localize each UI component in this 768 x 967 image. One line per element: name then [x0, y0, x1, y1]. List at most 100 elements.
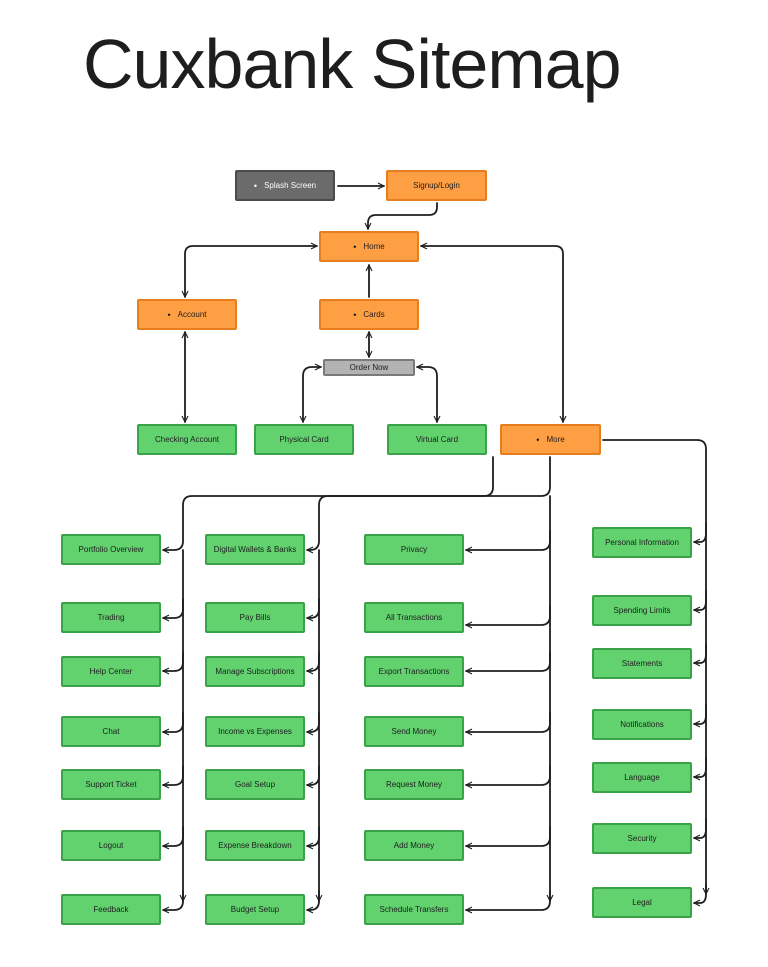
node-label: Goal Setup [234, 780, 276, 789]
connector-order-virtual [416, 363, 441, 423]
security-node[interactable]: Security [592, 823, 692, 854]
bullet-icon: • [353, 309, 357, 320]
connector-trunk-col1 [162, 456, 494, 554]
connector-col2-3 [306, 651, 320, 675]
cards-label: Cards [363, 310, 385, 319]
connector-col4-1 [693, 522, 707, 546]
portfolio-overview-node[interactable]: Portfolio Overview [61, 534, 161, 565]
feedback-node[interactable]: Feedback [61, 894, 161, 925]
connector-col2-6 [306, 826, 320, 850]
notifications-node[interactable]: Notifications [592, 709, 692, 740]
send-money-node[interactable]: Send Money [364, 716, 464, 747]
node-label: All Transactions [385, 613, 443, 622]
node-label: Help Center [89, 667, 133, 676]
splash-screen-label: Splash Screen [264, 181, 317, 190]
connector-col4-6 [693, 818, 707, 842]
order-now-node[interactable]: Order Now [323, 359, 415, 376]
spending-limits-node[interactable]: Spending Limits [592, 595, 692, 626]
pay-bills-node[interactable]: Pay Bills [205, 602, 305, 633]
order-now-label: Order Now [349, 363, 389, 372]
node-label: Logout [98, 841, 124, 850]
node-label: Digital Wallets & Banks [213, 545, 297, 554]
cards-node[interactable]: • Cards [319, 299, 419, 330]
add-money-node[interactable]: Add Money [364, 830, 464, 861]
connector-col3-1 [465, 530, 551, 554]
logout-node[interactable]: Logout [61, 830, 161, 861]
node-label: Export Transactions [378, 667, 450, 676]
manage-subscriptions-node[interactable]: Manage Subscriptions [205, 656, 305, 687]
connector-col3-3 [465, 651, 551, 675]
statements-node[interactable]: Statements [592, 648, 692, 679]
node-label: Language [624, 773, 660, 782]
connector-col2-5 [306, 765, 320, 789]
node-label: Schedule Transfers [379, 905, 449, 914]
node-label: Statements [621, 659, 663, 668]
node-label: Personal Information [605, 538, 679, 547]
budget-setup-node[interactable]: Budget Setup [205, 894, 305, 925]
node-label: Spending Limits [613, 606, 671, 615]
goal-setup-node[interactable]: Goal Setup [205, 769, 305, 800]
bullet-icon: • [353, 241, 357, 252]
home-label: Home [363, 242, 385, 251]
splash-screen-node[interactable]: • Splash Screen [235, 170, 335, 201]
bullet-icon: • [253, 180, 258, 191]
request-money-node[interactable]: Request Money [364, 769, 464, 800]
node-label: Pay Bills [239, 613, 271, 622]
connector-home-more [420, 242, 567, 423]
export-transactions-node[interactable]: Export Transactions [364, 656, 464, 687]
connector-signup-home [364, 202, 438, 230]
connector-col1-4 [162, 712, 184, 736]
legal-node[interactable]: Legal [592, 887, 692, 918]
bullet-icon: • [167, 309, 171, 320]
trading-node[interactable]: Trading [61, 602, 161, 633]
node-label: Manage Subscriptions [215, 667, 295, 676]
node-label: Notifications [620, 720, 664, 729]
support-ticket-node[interactable]: Support Ticket [61, 769, 161, 800]
connector-col3-5 [465, 765, 551, 789]
signup-login-label: Signup/Login [413, 181, 460, 190]
connector-col4-7 [693, 883, 707, 907]
chat-node[interactable]: Chat [61, 716, 161, 747]
bullet-icon: • [536, 434, 540, 445]
page-title: Cuxbank Sitemap [83, 25, 622, 103]
more-node[interactable]: • More [500, 424, 601, 455]
connector-col4-2 [693, 590, 707, 614]
connector-order-physical [299, 363, 322, 423]
connector-home-account [181, 242, 318, 298]
expense-breakdown-node[interactable]: Expense Breakdown [205, 830, 305, 861]
virtual-card-node[interactable]: Virtual Card [387, 424, 487, 455]
connector-col1-6 [162, 826, 184, 850]
node-label: Income vs Expenses [218, 727, 292, 736]
connector-col3-7 [465, 890, 551, 914]
connector-col3-4 [465, 712, 551, 736]
digital-wallets-node[interactable]: Digital Wallets & Banks [205, 534, 305, 565]
connector-col4-4 [693, 704, 707, 728]
connector-trunk-col2 [306, 456, 551, 554]
schedule-transfers-node[interactable]: Schedule Transfers [364, 894, 464, 925]
home-node[interactable]: • Home [319, 231, 419, 262]
checking-account-label: Checking Account [154, 435, 220, 444]
more-label: More [546, 435, 565, 444]
all-transactions-node[interactable]: All Transactions [364, 602, 464, 633]
node-label: Security [627, 834, 657, 843]
account-node[interactable]: • Account [137, 299, 237, 330]
node-label: Send Money [391, 727, 437, 736]
connector-col1-7 [162, 890, 184, 914]
help-center-node[interactable]: Help Center [61, 656, 161, 687]
connector-col4-5 [693, 757, 707, 781]
account-label: Account [177, 310, 207, 319]
language-node[interactable]: Language [592, 762, 692, 793]
node-label: Expense Breakdown [218, 841, 292, 850]
node-label: Trading [97, 613, 125, 622]
connector-col4-3 [693, 643, 707, 667]
physical-card-node[interactable]: Physical Card [254, 424, 354, 455]
privacy-node[interactable]: Privacy [364, 534, 464, 565]
checking-account-node[interactable]: Checking Account [137, 424, 237, 455]
income-vs-expenses-node[interactable]: Income vs Expenses [205, 716, 305, 747]
personal-information-node[interactable]: Personal Information [592, 527, 692, 558]
signup-login-node[interactable]: Signup/Login [386, 170, 487, 201]
node-label: Request Money [385, 780, 443, 789]
node-label: Portfolio Overview [78, 545, 144, 554]
node-label: Feedback [93, 905, 129, 914]
